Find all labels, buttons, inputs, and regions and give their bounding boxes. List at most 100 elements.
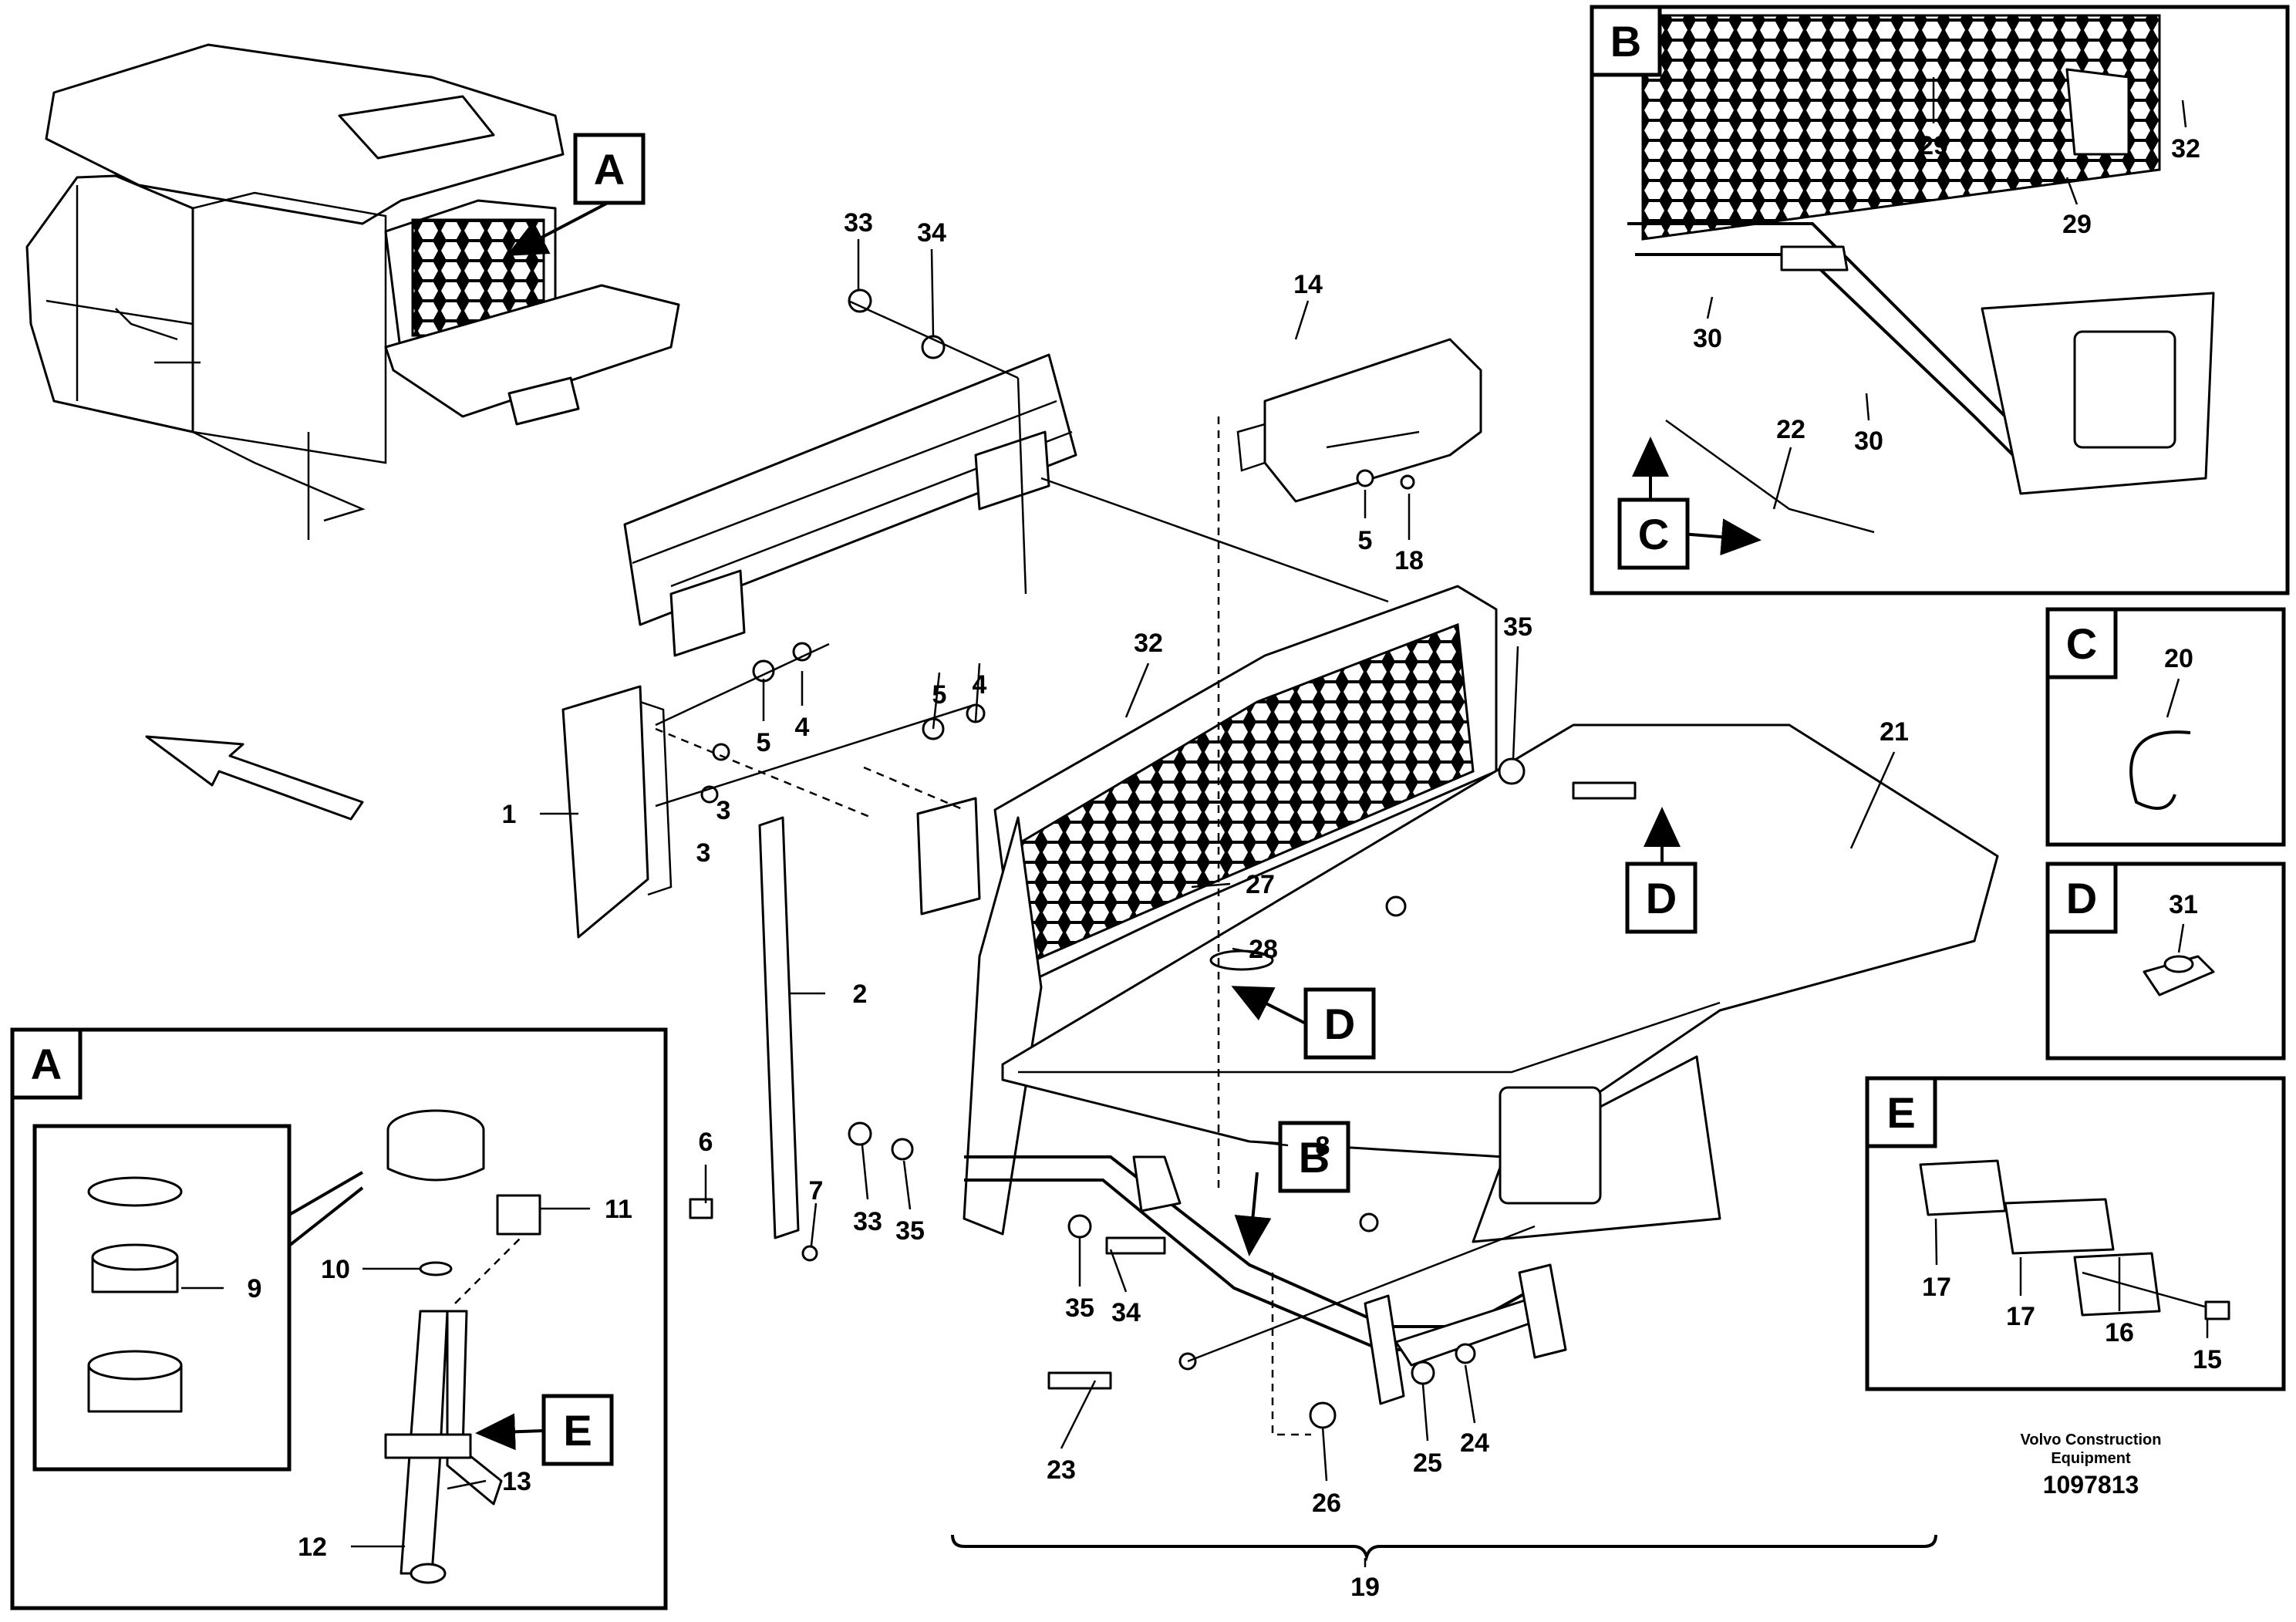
detail-d-tag-box xyxy=(1625,862,1698,934)
detail-b-pointer xyxy=(1234,1172,1272,1256)
callout-leader xyxy=(1253,1140,1289,1147)
callout-leader xyxy=(974,663,981,722)
callout-35: 35 xyxy=(895,1216,925,1246)
callout-30: 30 xyxy=(1693,324,1722,353)
callout-leader xyxy=(2065,177,2079,205)
callout-23: 23 xyxy=(1047,1455,1076,1485)
callout-10: 10 xyxy=(321,1255,350,1284)
callout-leader xyxy=(1124,663,1150,718)
callout-leader xyxy=(1294,300,1310,340)
callout-19: 19 xyxy=(1350,1573,1380,1602)
callout-5: 5 xyxy=(1358,526,1373,555)
callout-leader xyxy=(2177,923,2185,953)
callout-leader xyxy=(1512,646,1519,760)
forward-arrow-icon xyxy=(145,735,364,821)
callout-29: 29 xyxy=(2062,210,2092,239)
detail-b-letter: B xyxy=(1299,1133,1330,1182)
detail-b-tag-box xyxy=(1590,5,1662,77)
callout-34: 34 xyxy=(917,218,946,248)
callout-6: 6 xyxy=(699,1128,713,1157)
callout-leader xyxy=(810,1202,818,1246)
callout-leader xyxy=(1060,1380,1097,1449)
callout-leader xyxy=(1321,1426,1328,1482)
detail-c-letter: C xyxy=(1638,510,1669,558)
detail-a-tag-box xyxy=(573,133,646,205)
detail-e-letter: E xyxy=(563,1406,592,1455)
callout-25: 25 xyxy=(1413,1448,1442,1478)
callout-17: 17 xyxy=(2006,1302,2035,1331)
callout-leader xyxy=(932,672,941,730)
callout-leader xyxy=(2166,678,2180,718)
callout-2: 2 xyxy=(853,980,868,1009)
callout-leader xyxy=(1421,1384,1429,1442)
detail-b-letter: B xyxy=(1610,17,1641,66)
callout-32: 32 xyxy=(2171,134,2200,164)
detail-e-tag-box xyxy=(1865,1076,1937,1148)
detail-d-letter: D xyxy=(2066,874,2097,922)
callout-leader xyxy=(1934,1218,1938,1266)
callout-33: 33 xyxy=(844,208,873,238)
detail-e-pointer xyxy=(475,1413,544,1451)
callout-leader xyxy=(1772,447,1792,510)
callout-leader xyxy=(1865,393,1870,421)
callout-9: 9 xyxy=(248,1274,262,1303)
callout-18: 18 xyxy=(1394,546,1424,575)
callout-4: 4 xyxy=(795,713,810,742)
callout-5: 5 xyxy=(757,728,771,757)
callout-leader xyxy=(447,1479,487,1490)
callout-24: 24 xyxy=(1460,1428,1489,1458)
detail-d xyxy=(2045,862,2286,1061)
callout-leader xyxy=(1849,751,1896,849)
callout-35: 35 xyxy=(1065,1293,1094,1323)
detail-a xyxy=(10,1027,668,1610)
callout-leader xyxy=(1109,1249,1128,1293)
callout-4: 4 xyxy=(973,670,987,700)
callout-15: 15 xyxy=(2193,1345,2222,1374)
cab-overview xyxy=(25,43,680,540)
detail-d-letter: D xyxy=(1324,1000,1355,1048)
callout-32: 32 xyxy=(1134,629,1163,658)
callout-leader xyxy=(1191,882,1231,889)
callout-leader xyxy=(902,1160,912,1210)
callout-5: 5 xyxy=(932,680,947,710)
drawing-number: 1097813 xyxy=(2043,1471,2139,1499)
callout-3: 3 xyxy=(696,838,711,868)
detail-c-tag-box xyxy=(2045,607,2118,679)
detail-e xyxy=(1865,1076,2286,1391)
detail-c-pointer xyxy=(1681,518,1762,556)
callout-17: 17 xyxy=(1922,1273,1951,1302)
callout-20: 20 xyxy=(2164,644,2193,673)
callout-1: 1 xyxy=(502,800,517,829)
callout-34: 34 xyxy=(1111,1298,1141,1327)
callout-30: 30 xyxy=(1854,427,1883,456)
footer-line-2: Equipment xyxy=(2051,1450,2131,1467)
callout-11: 11 xyxy=(605,1195,632,1224)
detail-e-letter: E xyxy=(1886,1088,1915,1137)
callout-14: 14 xyxy=(1293,270,1323,299)
callout-8: 8 xyxy=(1316,1131,1330,1161)
detail-a-letter: A xyxy=(31,1040,62,1088)
callout-leader xyxy=(1464,1364,1476,1424)
callout-16: 16 xyxy=(2105,1318,2134,1347)
callout-12: 12 xyxy=(298,1533,327,1562)
assembly-19-brace xyxy=(951,1534,1937,1562)
callout-leader xyxy=(1232,947,1273,958)
callout-27: 27 xyxy=(1246,870,1275,899)
detail-d-tag-box xyxy=(2045,862,2118,934)
detail-e-tag-box xyxy=(541,1394,614,1466)
callout-28: 28 xyxy=(1249,935,1278,964)
callout-21: 21 xyxy=(1880,717,1909,747)
callout-leader xyxy=(930,248,935,337)
detail-c-letter: C xyxy=(2066,619,2097,668)
detail-c xyxy=(2045,607,2286,847)
detail-b xyxy=(1590,5,2290,595)
callout-leader xyxy=(2181,99,2187,128)
callout-13: 13 xyxy=(502,1467,531,1496)
callout-22: 22 xyxy=(1776,415,1805,444)
callout-35: 35 xyxy=(1503,612,1532,642)
detail-c-tag-box xyxy=(1617,497,1690,570)
detail-a-pointer xyxy=(506,201,609,256)
callout-26: 26 xyxy=(1312,1489,1341,1518)
callout-leader xyxy=(1706,296,1714,319)
callout-3: 3 xyxy=(716,796,731,825)
